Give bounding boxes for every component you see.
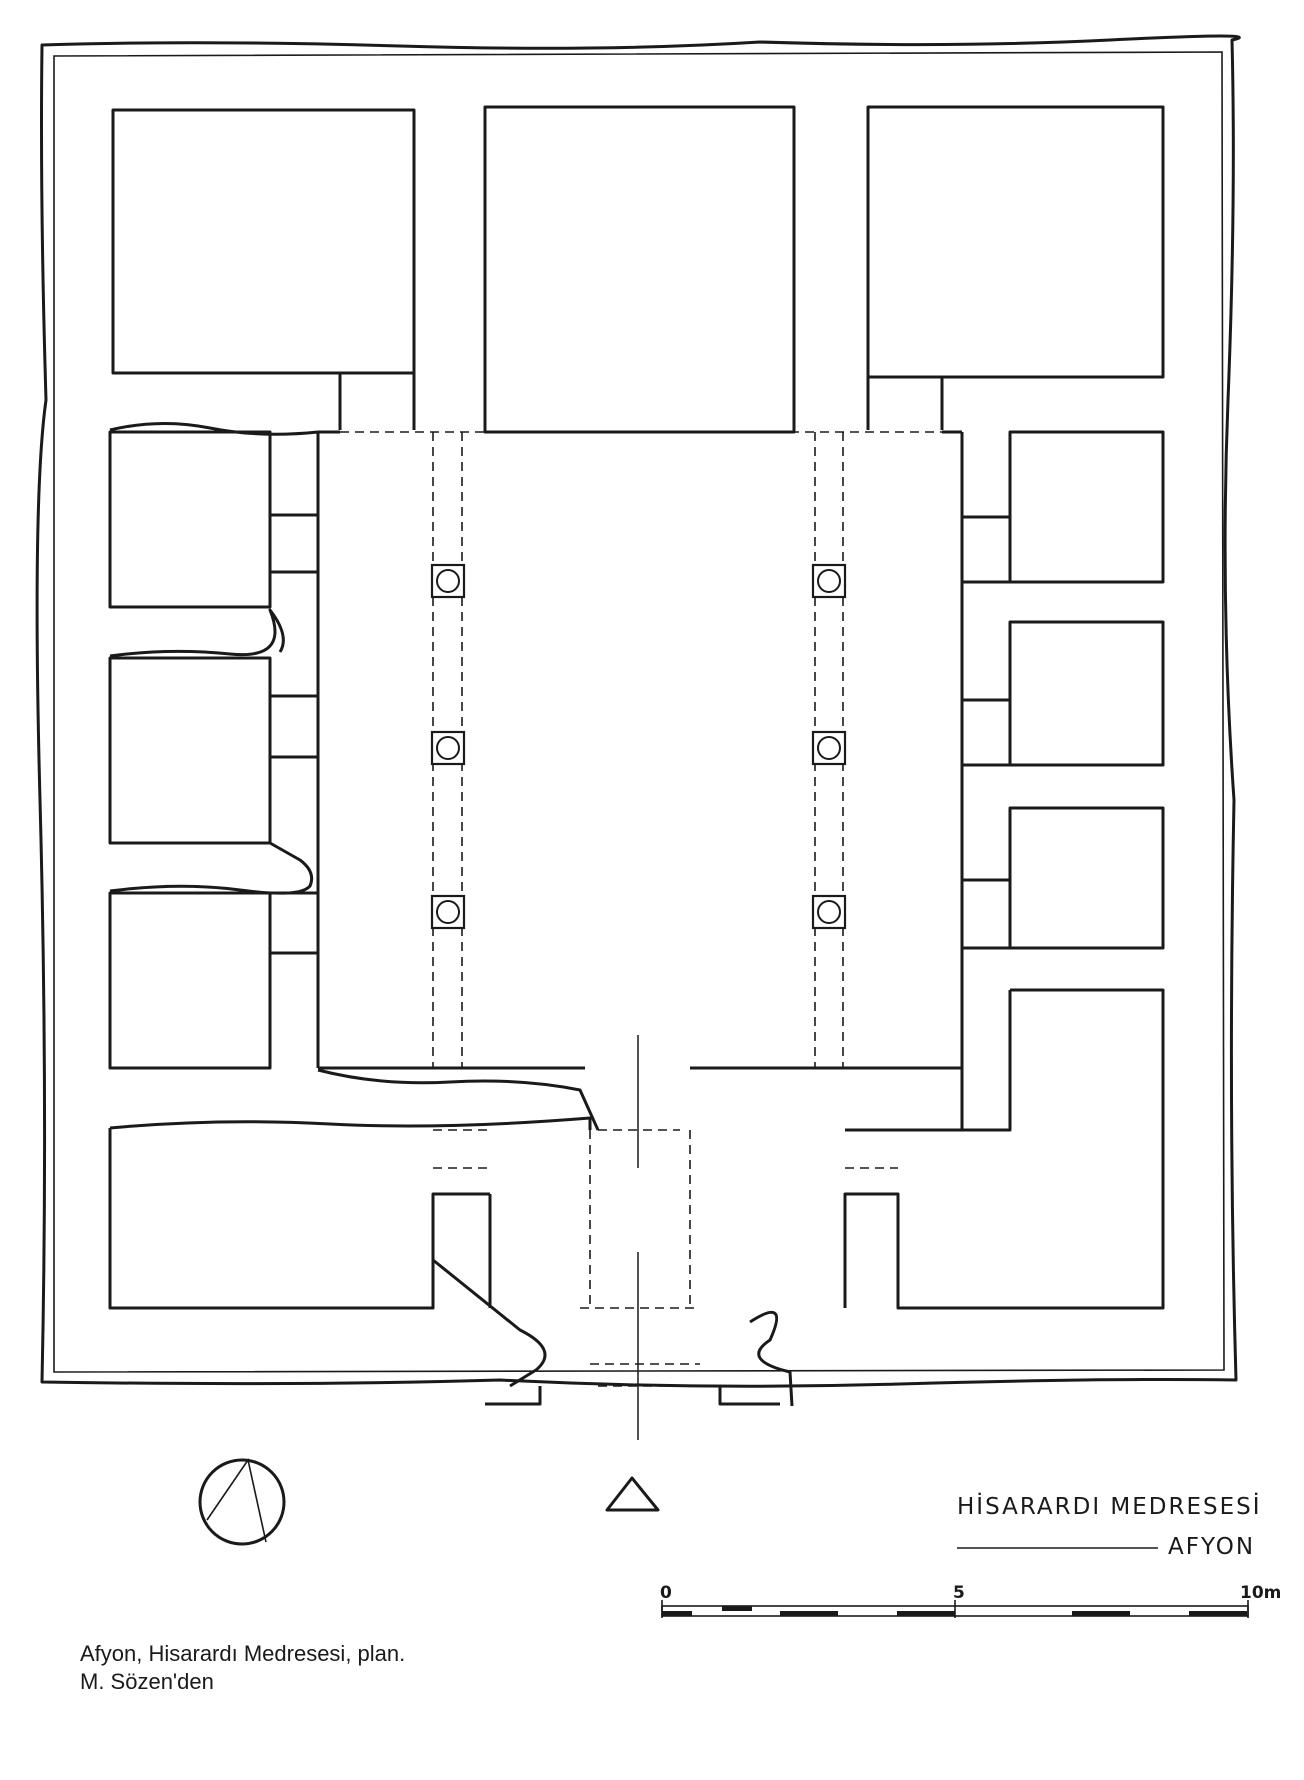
north-arrow-icon — [198, 1458, 286, 1546]
room-west-1 — [108, 430, 272, 609]
room-top-center — [483, 105, 796, 434]
scale-tick-0: 0 — [660, 1583, 672, 1603]
outer-wall-inner-line — [53, 51, 1225, 1373]
room-top-left — [111, 108, 416, 375]
room-southeast — [843, 988, 1165, 1310]
column-east-2 — [811, 730, 847, 766]
entrance-hall — [432, 1194, 847, 1388]
room-west-2 — [108, 656, 272, 845]
caption-line-1: Afyon, Hisarardı Medresesi, plan. — [80, 1641, 406, 1666]
courtyard-outline — [316, 430, 964, 1068]
entrance-triangle-icon — [605, 1476, 660, 1512]
scale-bar: 0 5 10m — [660, 1583, 1281, 1618]
column-west-3 — [430, 894, 466, 930]
room-east-1 — [1008, 430, 1165, 584]
plan-subtitle: AFYON — [1168, 1534, 1255, 1560]
figure-caption: Afyon, Hisarardı Medresesi, plan. M. Söz… — [80, 1640, 405, 1696]
room-southwest — [108, 1116, 592, 1310]
room-top-right — [866, 105, 1165, 379]
column-west-1 — [430, 563, 466, 599]
column-east-1 — [811, 563, 847, 599]
west-ruin-line-3 — [109, 841, 314, 895]
room-east-3 — [1008, 806, 1165, 950]
column-east-3 — [811, 894, 847, 930]
scale-tick-10: 10m — [1240, 1583, 1281, 1603]
south-ruin-line — [317, 1068, 600, 1131]
outer-wall — [35, 34, 1241, 1388]
plan-title: HİSARARDI MEDRESESİ — [957, 1492, 1262, 1520]
column-west-2 — [430, 730, 466, 766]
caption-line-2: M. Sözen'den — [80, 1669, 214, 1694]
west-ruin-line-1 — [109, 421, 319, 436]
west-ruin-line-2 — [109, 608, 285, 658]
room-west-3 — [108, 891, 272, 1070]
opening-top-right — [866, 375, 1163, 430]
room-east-2 — [1008, 620, 1165, 767]
scale-tick-5: 5 — [953, 1583, 965, 1603]
opening-top-left — [113, 371, 416, 430]
